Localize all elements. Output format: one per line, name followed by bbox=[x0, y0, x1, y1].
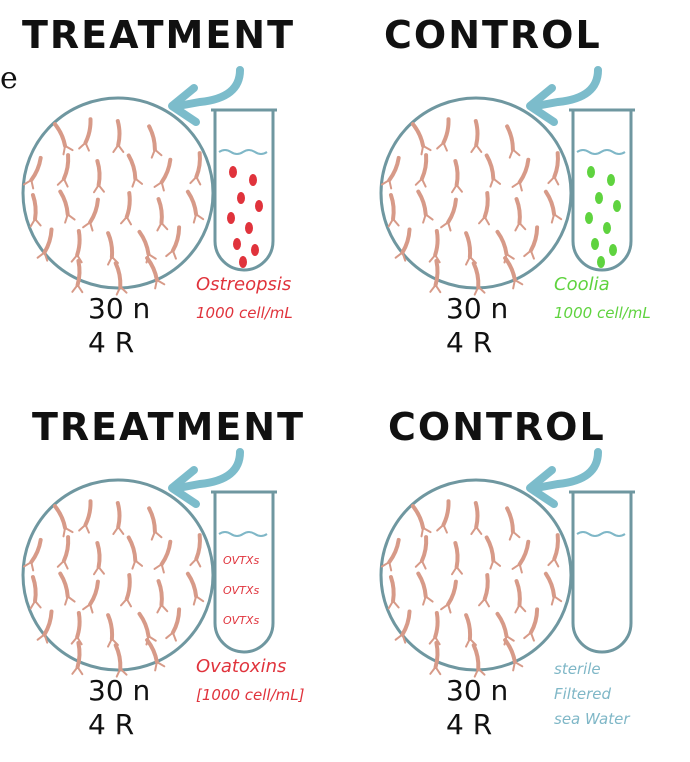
cell-dot bbox=[237, 192, 245, 204]
cell-dot bbox=[239, 256, 247, 268]
replicate-count: 4 R bbox=[88, 326, 134, 359]
panel-4: CONTROL 30 n4 R sterileFiltered sea Water bbox=[381, 405, 635, 741]
contents-label: Ovatoxins bbox=[196, 656, 286, 677]
cell-dot bbox=[587, 166, 595, 178]
cell-dot bbox=[227, 212, 235, 224]
contents-label: 1000 cell/mL bbox=[196, 304, 293, 322]
test-tube bbox=[215, 110, 273, 270]
panel-title: CONTROL bbox=[388, 405, 606, 449]
test-tube bbox=[573, 492, 631, 652]
sample-count: 30 n bbox=[88, 292, 150, 325]
contents-label: Filtered bbox=[554, 685, 611, 703]
cell-dot bbox=[233, 238, 241, 250]
contents-label: [1000 cell/mL] bbox=[196, 686, 305, 704]
panel-title: TREATMENT bbox=[32, 405, 305, 449]
cell-dot bbox=[585, 212, 593, 224]
panel-2: CONTROL 30 n4 R Coolia 1000 cell/mL bbox=[381, 13, 651, 359]
cell-dot bbox=[591, 238, 599, 250]
panel-title: TREATMENT bbox=[22, 13, 295, 57]
panel-title: CONTROL bbox=[384, 13, 602, 57]
sample-count: 30 n bbox=[446, 292, 508, 325]
contents-label: Ostreopsis bbox=[196, 274, 291, 295]
contents-label: 1000 cell/mL bbox=[554, 304, 651, 322]
transfer-arrow bbox=[536, 70, 598, 106]
cropped-edge-letter: e bbox=[0, 61, 18, 96]
panel-3: TREATMENTOVTXsOVTXsOVTXs30 n4 ROvatoxins… bbox=[23, 405, 305, 741]
tube-label: OVTXs bbox=[223, 584, 259, 597]
cell-dot bbox=[251, 244, 259, 256]
transfer-arrow bbox=[536, 452, 598, 488]
cell-dot bbox=[607, 174, 615, 186]
cell-dot bbox=[245, 222, 253, 234]
replicate-count: 4 R bbox=[446, 326, 492, 359]
sample-count: 30 n bbox=[88, 674, 150, 707]
cell-dot bbox=[595, 192, 603, 204]
panel-1: TREATMENT 30 n4 R Ostreopsis 1000 cell/mL bbox=[22, 13, 295, 359]
cell-dot bbox=[603, 222, 611, 234]
cell-dot bbox=[229, 166, 237, 178]
contents-label: sea Water bbox=[554, 710, 630, 728]
tube-label: OVTXs bbox=[223, 554, 259, 567]
test-tube bbox=[573, 110, 631, 270]
contents-label: Coolia bbox=[554, 274, 610, 295]
cell-dot bbox=[609, 244, 617, 256]
transfer-arrow bbox=[178, 70, 240, 106]
replicate-count: 4 R bbox=[446, 708, 492, 741]
cell-dot bbox=[613, 200, 621, 212]
cell-dot bbox=[249, 174, 257, 186]
contents-label: sterile bbox=[554, 660, 601, 678]
sample-count: 30 n bbox=[446, 674, 508, 707]
panels-group: TREATMENT30 n4 ROstreopsis1000 cell/mLCO… bbox=[22, 13, 651, 741]
tube-label: OVTXs bbox=[223, 614, 259, 627]
test-tube bbox=[215, 492, 273, 652]
cell-dot bbox=[255, 200, 263, 212]
cell-dot bbox=[597, 256, 605, 268]
transfer-arrow bbox=[178, 452, 240, 488]
replicate-count: 4 R bbox=[88, 708, 134, 741]
